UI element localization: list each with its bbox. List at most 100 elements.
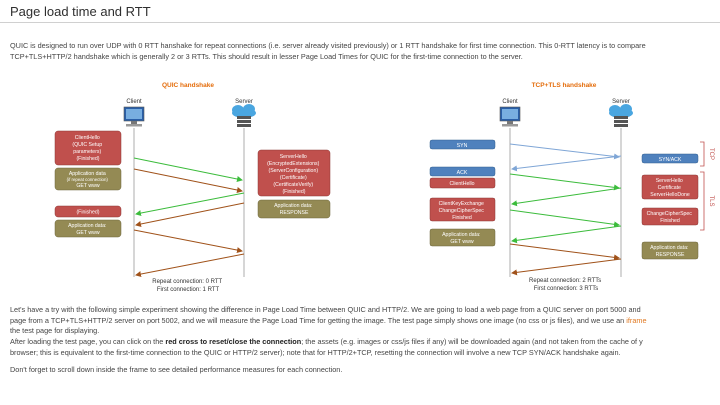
body-p1-line3: the test page for displaying. [10,326,100,336]
quic-server-cloud-icon [232,104,256,127]
tcp-arrow-syn-ack [511,155,622,172]
tcp-arrow-app-data-get [509,243,620,261]
tcp-bracket: TCP [700,141,714,167]
body-p2-line1-text: After loading the test page, you can cli… [10,337,166,347]
title-divider [0,22,720,23]
tcp-syn-ack-text: SYN/ACK [659,157,682,163]
tcp-client-key-exchange-box: ClientKeyExchange ChangeCipherSpec Finis… [429,197,496,222]
svg-text:Application data: GET ww: Application data: GET www [442,232,482,245]
tcp-ack-text: ACK [457,170,468,176]
quic-app-data-repeat-box: Application data (if repeat connection) … [54,167,122,191]
quic-server-hello-line: (EncryptedExtensions) [267,161,319,167]
tcp-client-key-line: Finished [452,215,472,221]
tcp-change-cipher-spec-box: ChangeCipherSpec Finished [641,207,699,226]
svg-text:Application data (if rep: Application data (if repeat connection) … [67,171,110,189]
quic-server-hello-line: (CertificateVerify) [273,182,313,188]
tcp-server-hello-line: ServerHello [656,178,683,184]
body-p1-line2-text: page from a TCP+TLS+HTTP/2 server on por… [10,315,627,325]
svg-text:Application data: GET ww: Application data: GET www [68,223,108,236]
tcp-server-hello-line: ServerHelloDone [650,192,690,198]
body-p2-line1-rest: ; the assets (e.g. images or css/js file… [301,337,643,347]
tcp-diagram-title: TCP+TLS handshake [532,82,597,89]
quic-client-hello-box: ClientHello (QUIC Setup parameters) (Fin… [54,130,122,166]
tcp-footer-first: First connection: 3 RTTs [534,286,599,292]
quic-client-hello-line: ClientHello [75,135,100,141]
quic-server-label: Server [235,99,253,105]
quic-finished-box: (Finished) [54,205,122,218]
quic-client-hello-line: (QUIC Setup [72,142,102,148]
intro-line-2: TCP+TLS+HTTP/2 handshake which is genera… [10,51,523,61]
tcp-get-line: Application data: [442,232,480,238]
tcp-app-data-get-box: Application data: GET www [429,228,496,247]
tcp-response-line: RESPONSE [656,252,685,258]
tcp-syn-ack-box: SYN/ACK [641,153,699,164]
quic-server-hello-line: (Certificate) [280,175,307,181]
tcp-client-hello-box: ClientHello [429,177,496,189]
quic-arrow-final-response [135,253,245,277]
explanation-text: Let's have a try with the following simp… [10,305,720,375]
tcp-server-label: Server [612,99,630,105]
quic-server-hello-line: (Finished) [282,189,305,195]
tcp-syn-text: SYN [457,143,468,149]
svg-text:ServerHello Certificate: ServerHello Certificate ServerHelloDone [650,178,690,198]
quic-app-data-line: GET www [76,183,100,189]
body-p2-bold: red cross to reset/close the connection [165,337,302,347]
tcp-arrow-client-key-exchange [509,209,620,228]
tcp-app-data-response-box: Application data: RESPONSE [641,241,699,260]
quic-arrow-server-hello [135,192,245,216]
quic-server-hello-line: (ServerConfiguration) [268,168,318,174]
svg-text:ChangeCipherSpec Finishe: ChangeCipherSpec Finished [647,211,694,224]
iframe-link[interactable]: iframe [626,315,647,325]
svg-text:Repeat connection: 0 RTT F: Repeat connection: 0 RTT First connectio… [152,279,224,293]
tls-bracket: TLS [700,171,714,231]
quic-get-line: GET www [76,230,100,236]
svg-text:ClientKeyExchange Change: ClientKeyExchange ChangeCipherSpec Finis… [439,201,486,221]
quic-arrow-client-hello [133,157,243,182]
svg-text:ServerHello (EncryptedEx: ServerHello (EncryptedExtensions) (Serve… [267,154,321,195]
tcp-arrow-server-hello [511,187,622,207]
quic-app-data-line: (if repeat connection) [67,177,109,182]
quic-client-computer-icon [123,106,145,127]
tcp-client-key-line: ChangeCipherSpec [439,208,485,214]
quic-server-hello-line: ServerHello [280,154,307,160]
body-p2-line1: After loading the test page, you can cli… [10,337,720,348]
tcp-server-hello-line: Certificate [658,185,681,191]
quic-footer-repeat: Repeat connection: 0 RTT [152,279,222,285]
handshake-diagram: QUIC handshake Client Server ClientHello… [54,82,714,293]
quic-client-hello-line: parameters) [73,149,101,155]
tcp-footer-repeat: Repeat connection: 2 RTTs [529,278,601,284]
svg-text:Repeat connection: 2 RTTs: Repeat connection: 2 RTTs First connecti… [529,278,603,292]
tcp-change-cipher-line: ChangeCipherSpec [647,211,693,217]
body-p1-line1: Let's have a try with the following simp… [10,305,641,314]
quic-app-data-response-box: Application data: RESPONSE [257,199,331,219]
tcp-change-cipher-line: Finished [660,218,680,224]
quic-app-data-get-box: Application data: GET www [54,219,122,238]
tcp-client-computer-icon [499,106,521,127]
svg-text:Application data: RESPON: Application data: RESPONSE [274,203,314,216]
tcp-get-line: GET www [450,239,474,245]
quic-response-line: Application data: [274,203,312,209]
page-title: Page load time and RTT [10,4,151,19]
tcp-server-cloud-icon [609,104,633,127]
svg-text:Application data: RESPON: Application data: RESPONSE [650,245,690,258]
intro-line-1: QUIC is designed to run over UDP with 0 … [10,41,646,50]
tcp-arrow-change-cipher-spec [511,225,622,244]
tcp-bracket-label: TCP [708,148,714,160]
quic-diagram-title: QUIC handshake [162,82,214,89]
intro-paragraph: QUIC is designed to run over UDP with 0 … [10,41,716,63]
tcp-ack-box: ACK [429,166,496,177]
body-p1-line2: page from a TCP+TLS+HTTP/2 server on por… [10,316,720,327]
tcp-arrow-syn [509,143,620,160]
quic-footer-first: First connection: 1 RTT [157,287,220,293]
tls-bracket-label: TLS [708,195,714,206]
quic-response-line: RESPONSE [280,210,309,216]
tcp-syn-box: SYN [429,139,496,150]
tcp-arrow-response [511,258,622,276]
quic-arrow-app-data [133,168,243,193]
quic-finished-text: (Finished) [76,210,99,216]
tcp-response-line: Application data: [650,245,688,251]
quic-app-data-line: Application data [69,171,106,177]
tcp-arrow-client-hello [509,173,620,191]
quic-client-hello-line: (Finished) [76,156,99,162]
quic-get-line: Application data: [68,223,106,229]
